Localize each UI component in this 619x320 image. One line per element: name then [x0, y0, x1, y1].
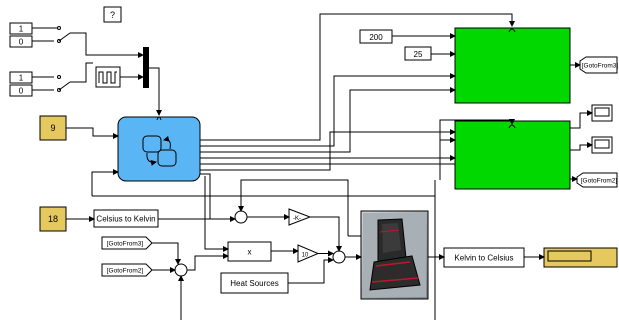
manual-switch-2[interactable] — [32, 76, 76, 92]
subsystem-lower[interactable] — [455, 121, 570, 189]
subsystem-upper[interactable] — [455, 28, 570, 103]
pulse-generator-block[interactable] — [96, 67, 120, 87]
svg-text:Celsius to Kelvin: Celsius to Kelvin — [96, 215, 155, 224]
svg-text:18: 18 — [48, 214, 58, 224]
kelvin-to-celsius-block[interactable]: Kelvin to Celsius — [444, 248, 524, 267]
constant-18-block[interactable]: 18 — [40, 207, 66, 231]
help-label: ? — [110, 10, 115, 20]
constant-switch1-bottom[interactable]: 0 — [10, 36, 32, 47]
svg-text:1: 1 — [19, 74, 24, 83]
car-seat-photo[interactable] — [361, 211, 428, 299]
scope-icon[interactable] — [592, 105, 612, 121]
gain-k-block[interactable]: -K- — [289, 209, 310, 225]
scope-icon[interactable] — [592, 137, 612, 153]
constant-200-block[interactable]: 200 — [360, 30, 392, 43]
display-block[interactable] — [544, 248, 617, 267]
svg-text:9: 9 — [50, 123, 55, 133]
svg-text:-K-: -K- — [293, 216, 301, 222]
svg-text:0: 0 — [19, 38, 24, 47]
svg-text:25: 25 — [414, 50, 423, 59]
svg-text:[GotoFrom2]: [GotoFrom2] — [581, 178, 618, 185]
help-block[interactable]: ? — [104, 7, 121, 22]
goto-from2-block[interactable]: [GotoFrom2] — [577, 173, 617, 187]
svg-text:[GotoFrom2]: [GotoFrom2] — [107, 268, 144, 275]
manual-switch-1[interactable] — [32, 27, 82, 43]
goto-from3-block[interactable]: [GotoFrom3] — [580, 57, 618, 73]
constant-9-block[interactable]: 9 — [40, 116, 66, 140]
gain-10-block[interactable]: 10 — [298, 245, 318, 262]
svg-text:10: 10 — [302, 253, 309, 259]
celsius-to-kelvin-block[interactable]: Celsius to Kelvin — [94, 210, 158, 227]
constant-switch2-bottom[interactable]: 0 — [10, 85, 32, 96]
from-gotofrom2-block[interactable]: [GotoFrom2] — [102, 264, 152, 276]
svg-text:0: 0 — [19, 87, 24, 96]
svg-text:1: 1 — [19, 25, 24, 34]
svg-text:Heat Sources: Heat Sources — [230, 279, 278, 288]
svg-text:Kelvin to Celsius: Kelvin to Celsius — [454, 254, 513, 263]
constant-switch1-top[interactable]: 1 — [10, 23, 32, 34]
sum-block-lower[interactable] — [175, 264, 187, 276]
svg-text:[GotoFrom3]: [GotoFrom3] — [582, 63, 619, 70]
svg-text:200: 200 — [369, 33, 383, 42]
svg-text:x: x — [248, 248, 252, 257]
sum-block-right[interactable] — [333, 251, 345, 263]
stateflow-chart-block[interactable] — [118, 117, 200, 181]
from-gotofrom3-block[interactable]: [GotoFrom3] — [102, 237, 152, 249]
constant-switch2-top[interactable]: 1 — [10, 72, 32, 83]
constant-25-block[interactable]: 25 — [405, 47, 431, 60]
svg-text:[GotoFrom3]: [GotoFrom3] — [107, 241, 144, 248]
heat-sources-block[interactable]: Heat Sources — [221, 273, 288, 293]
sum-block-upper[interactable] — [235, 211, 247, 223]
product-block[interactable]: x — [228, 242, 271, 261]
mux-block[interactable] — [143, 47, 149, 88]
